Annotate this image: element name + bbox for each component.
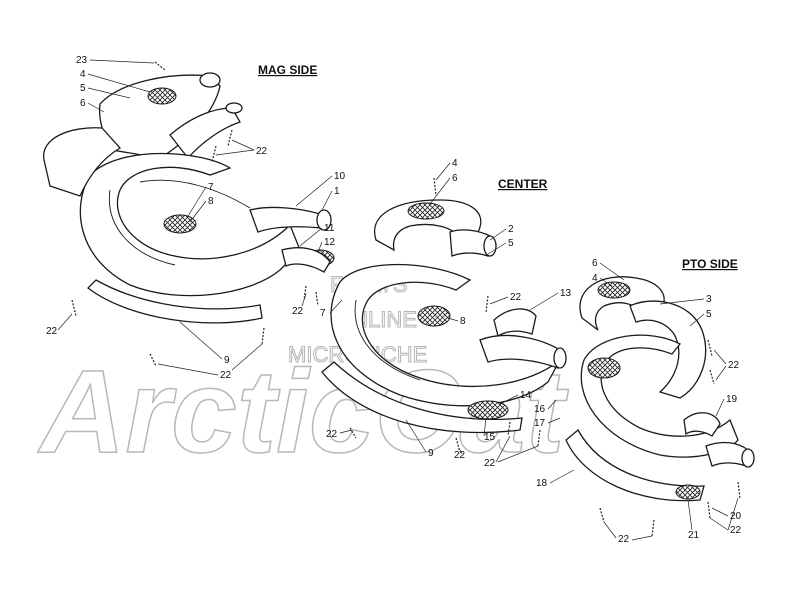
callout: 7 bbox=[208, 182, 214, 193]
pto-spring-c bbox=[737, 481, 741, 499]
pto-outlet-pipe bbox=[705, 441, 749, 467]
callout: 22 bbox=[730, 525, 742, 536]
center-spring-d bbox=[349, 427, 357, 439]
center-spring-c bbox=[315, 291, 319, 307]
pto-mesh-pad-mid bbox=[587, 357, 621, 379]
section-title-center: CENTER bbox=[498, 177, 548, 191]
mag-spring-f bbox=[303, 285, 307, 301]
callout: 13 bbox=[560, 288, 572, 299]
callout: 9 bbox=[428, 448, 434, 459]
callout: 8 bbox=[460, 316, 466, 327]
pto-side-assembly bbox=[565, 276, 755, 537]
callout: 19 bbox=[726, 394, 738, 405]
callout: 14 bbox=[520, 390, 532, 401]
mag-spring-23 bbox=[154, 61, 166, 71]
mag-outlet-flange bbox=[316, 209, 332, 231]
callout: 4 bbox=[80, 69, 86, 80]
callout: 7 bbox=[320, 308, 326, 319]
section-title-pto: PTO SIDE bbox=[682, 257, 738, 271]
pto-part-19 bbox=[683, 412, 721, 437]
callout: 20 bbox=[730, 511, 742, 522]
callout: 18 bbox=[536, 478, 548, 489]
center-spring-e bbox=[507, 421, 511, 437]
mag-mesh-pad-center bbox=[163, 214, 197, 234]
callout: 22 bbox=[484, 458, 496, 469]
callout: 22 bbox=[454, 450, 466, 461]
center-callouts: 4 6 2 5 22 13 7 8 22 14 16 17 15 22 22 9 bbox=[320, 158, 572, 469]
callout: 22 bbox=[326, 429, 338, 440]
mag-pipe-upper-end bbox=[225, 102, 243, 114]
callout: 6 bbox=[80, 98, 86, 109]
pto-spring-a bbox=[707, 339, 713, 357]
pto-mesh-pad-low bbox=[675, 484, 701, 500]
callout: 22 bbox=[256, 146, 268, 157]
center-spring-a bbox=[433, 177, 437, 197]
mag-spring-d bbox=[261, 327, 265, 345]
callout: 6 bbox=[592, 258, 598, 269]
pto-outlet-flange bbox=[741, 448, 755, 468]
callout: 5 bbox=[80, 83, 86, 94]
mag-u-pipe bbox=[79, 152, 301, 297]
callout: 3 bbox=[706, 294, 712, 305]
callout: 23 bbox=[76, 55, 88, 66]
mag-spring-a bbox=[227, 129, 233, 147]
section-title-mag: MAG SIDE bbox=[258, 63, 317, 77]
mag-spring-c bbox=[71, 299, 77, 317]
pto-callouts: 6 4 3 5 22 19 20 22 18 21 22 bbox=[536, 258, 742, 545]
center-mesh-pad-top bbox=[407, 202, 445, 220]
callout: 17 bbox=[534, 418, 546, 429]
callout: 15 bbox=[484, 432, 496, 443]
mag-callouts: 23 4 5 6 22 10 1 7 8 11 12 22 22 9 22 bbox=[46, 55, 346, 381]
callout: 1 bbox=[334, 186, 340, 197]
pto-spring-d bbox=[707, 501, 711, 519]
pto-mesh-pad-top bbox=[597, 281, 631, 299]
center-lower-shield bbox=[321, 361, 523, 434]
callout: 4 bbox=[452, 158, 458, 169]
pto-right-shield bbox=[629, 300, 707, 399]
callout: 5 bbox=[508, 238, 514, 249]
center-spring-f bbox=[537, 429, 541, 447]
callout: 22 bbox=[510, 292, 522, 303]
mag-mesh-pad-upper bbox=[147, 87, 177, 105]
callout: 8 bbox=[208, 196, 214, 207]
callout: 22 bbox=[292, 306, 304, 317]
callout: 22 bbox=[728, 360, 740, 371]
center-u-pipe bbox=[330, 263, 561, 407]
callout: 22 bbox=[46, 326, 58, 337]
callout: 22 bbox=[220, 370, 232, 381]
mag-upper-inlet bbox=[199, 72, 221, 88]
mag-spring-e bbox=[149, 353, 157, 367]
pto-spring-f bbox=[651, 519, 655, 537]
mag-pipe-upper bbox=[169, 107, 241, 160]
callout: 4 bbox=[592, 273, 598, 284]
callout: 10 bbox=[334, 171, 346, 182]
pto-spring-b bbox=[709, 369, 715, 385]
center-assembly bbox=[315, 177, 567, 453]
mag-heat-shield bbox=[43, 127, 122, 197]
callout: 16 bbox=[534, 404, 546, 415]
callout: 6 bbox=[452, 173, 458, 184]
center-outlet-flange bbox=[553, 347, 567, 369]
center-mesh-pad-mid bbox=[417, 305, 451, 327]
center-spring-g bbox=[455, 437, 461, 453]
callout: 2 bbox=[508, 224, 514, 235]
callout: 11 bbox=[324, 223, 335, 234]
callout: 12 bbox=[324, 237, 336, 248]
center-spring-b bbox=[485, 295, 489, 313]
mag-spring-b bbox=[211, 145, 217, 163]
pto-u-pipe bbox=[580, 334, 739, 458]
callout: 22 bbox=[618, 534, 630, 545]
mag-side-assembly bbox=[43, 61, 335, 367]
callout: 5 bbox=[706, 309, 712, 320]
pto-spring-e bbox=[599, 507, 605, 523]
center-mesh-pad-low bbox=[467, 400, 509, 420]
callout: 21 bbox=[688, 530, 700, 541]
center-part-13 bbox=[493, 308, 537, 338]
callout: 9 bbox=[224, 355, 230, 366]
mag-lower-shield bbox=[87, 279, 263, 324]
mag-bracket bbox=[281, 247, 331, 273]
